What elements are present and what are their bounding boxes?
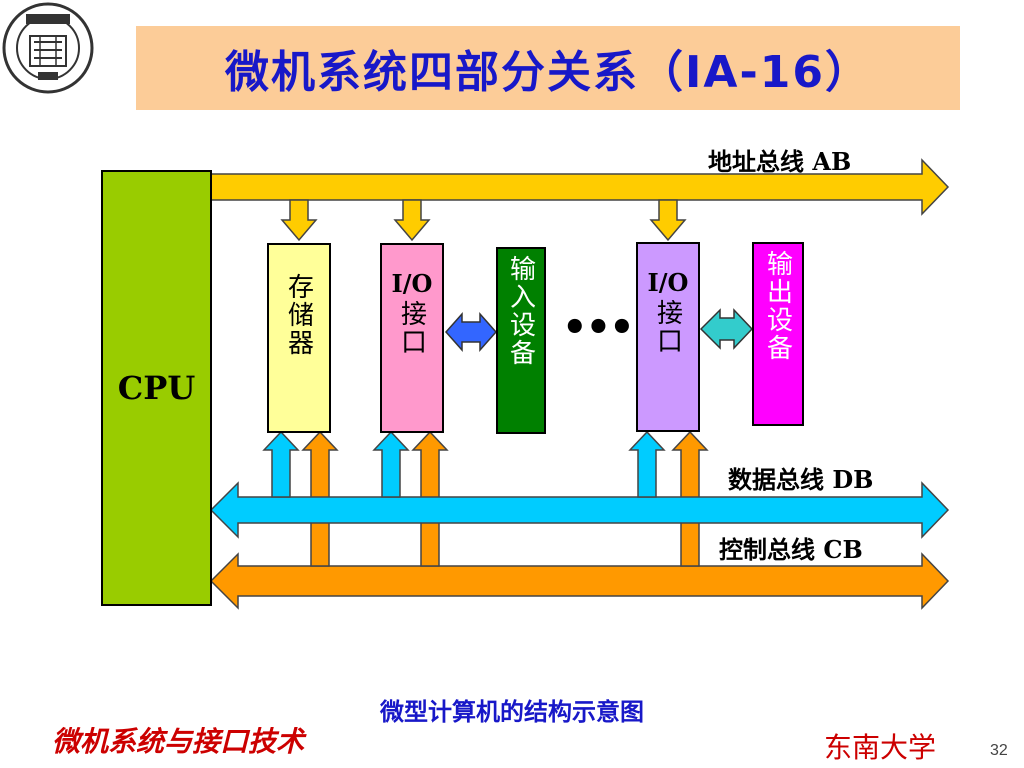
data-bus-label: 数据总线 DB (728, 465, 874, 494)
output-device-block: 输出设备 (752, 242, 804, 426)
control-bus-label: 控制总线 CB (715, 530, 867, 565)
memory-block: 存储器 (267, 243, 331, 433)
cpu-block: CPU (101, 170, 212, 606)
io2-address-arrow (649, 199, 687, 242)
output-device-label: 输出设备 (762, 250, 793, 362)
memory-address-arrow (280, 199, 318, 242)
title-banner: 微机系统四部分关系（IA-16） (136, 26, 960, 110)
io-interface-2-title: I/O (647, 268, 689, 297)
control-bus-arrow (209, 552, 950, 610)
course-name-footer: 微机系统与接口技术 (52, 725, 305, 758)
io1-data-arrow (372, 430, 410, 498)
io-interface-2-block: I/O 接口 (636, 242, 700, 432)
more-devices-ellipsis: ••• (562, 304, 635, 351)
memory-data-arrow (262, 430, 300, 498)
address-bus-label: 地址总线 AB (708, 147, 852, 176)
memory-label: 存储器 (283, 273, 314, 357)
input-device-block: 输入设备 (496, 247, 546, 434)
data-bus-arrow (209, 481, 950, 539)
io2-output-link-arrow (699, 308, 754, 350)
io1-input-link-arrow (444, 312, 498, 352)
cpu-label: CPU (117, 369, 196, 407)
figure-caption: 微型计算机的结构示意图 (380, 698, 644, 726)
university-name-footer: 东南大学 (824, 731, 937, 764)
slide-title: 微机系统四部分关系（IA-16） (225, 47, 871, 98)
io-interface-1-block: I/O 接口 (380, 243, 444, 433)
io-interface-2-label: 接口 (652, 299, 683, 355)
io-interface-1-title: I/O (391, 269, 433, 298)
io2-data-arrow (628, 430, 666, 498)
address-bus-arrow (210, 158, 950, 216)
io1-address-arrow (393, 199, 431, 242)
input-device-label: 输入设备 (505, 255, 536, 367)
page-number: 32 (990, 742, 1008, 759)
university-seal-logo (2, 2, 94, 94)
io-interface-1-label: 接口 (396, 300, 427, 356)
